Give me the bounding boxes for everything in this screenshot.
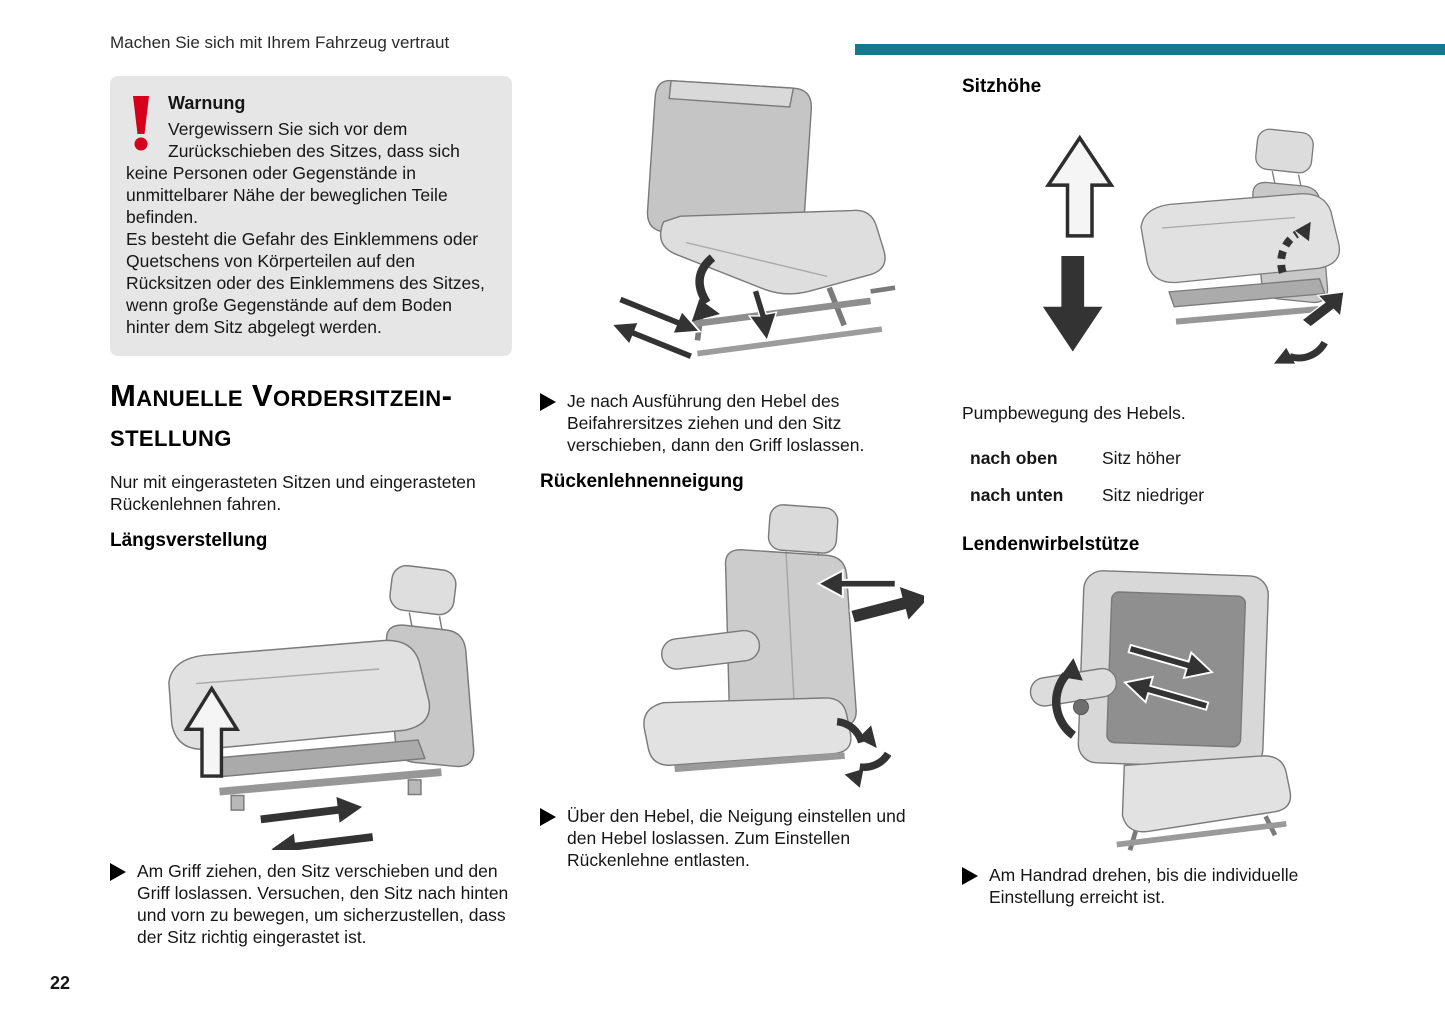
column-left: Warnung Vergewissern Sie sich vor dem Zu… — [110, 76, 512, 948]
section-intro: Nur mit eingerasteten Sitzen und eingera… — [110, 471, 476, 514]
instruction-text: Je nach Ausführung den Hebel des Beifahr… — [567, 391, 865, 456]
warning-text: Vergewissern Sie sich vor dem Zurückschi… — [126, 118, 460, 227]
arrow-lower-icon — [1039, 254, 1106, 355]
arrow-up-icon — [183, 685, 241, 778]
heading-laengsverstellung: Längsverstellung — [110, 529, 268, 551]
arrow-curve-down-icon — [1274, 340, 1328, 364]
heading-sitzhoehe: Sitzhöhe — [962, 76, 1042, 97]
column-middle: Je nach Ausführung den Hebel des Beifahr… — [540, 58, 938, 871]
section-title: Manuelle Vordersitzein- stellung — [110, 378, 453, 454]
bullet-arrow-icon — [540, 393, 556, 411]
arrow-lever-icon — [691, 254, 720, 322]
arrow-slide-forward-back-icons — [258, 793, 376, 850]
instruction-item: Je nach Ausführung den Hebel des Beifahr… — [540, 390, 938, 456]
seat-illustration-longitudinal-adjustment — [168, 564, 475, 850]
arrow-lumbar-icons — [1122, 643, 1214, 711]
arrow-raise-icon — [1044, 134, 1115, 238]
warning-box: Warnung Vergewissern Sie sich vor dem Zu… — [110, 76, 512, 357]
seat-illustration-backrest-tilt — [643, 504, 924, 788]
bullet-arrow-icon — [540, 808, 556, 827]
arrow-pump-icon — [1277, 221, 1311, 274]
accent-bar — [855, 44, 1445, 55]
warning-text: Es besteht die Gefahr des Einklemmens od… — [126, 228, 485, 338]
arrow-slide-icons — [609, 294, 702, 362]
column-right: Sitzhöhe Pump — [962, 76, 1366, 908]
seat-illustration-passenger-seat-lever — [609, 79, 896, 362]
page-number: 22 — [50, 973, 71, 993]
warning-title: Warnung — [168, 93, 246, 113]
bullet-arrow-icon — [110, 862, 126, 881]
seat-illustration-lumbar-support — [1029, 570, 1292, 851]
heading-rueckenlehnenneigung: Rückenlehnenneigung — [540, 471, 744, 493]
instruction-text: Am Handrad drehen, bis die individuelle … — [989, 865, 1299, 908]
table-cell-result: Sitz niedriger — [1102, 485, 1205, 506]
table-row: nach unten Sitz niedriger — [970, 477, 1204, 514]
arrow-up-right-icon — [1300, 291, 1344, 328]
table-cell-action: nach oben — [970, 448, 1058, 469]
arrow-handwheel-icon — [1052, 658, 1089, 739]
seat-height-table: nach oben Sitz höher nach unten Sitz nie… — [970, 440, 1204, 514]
seat-illustration-seat-height — [1039, 128, 1344, 364]
table-cell-action: nach unten — [970, 485, 1064, 506]
table-cell-result: Sitz höher — [1102, 448, 1181, 469]
arrow-pivot-icons — [836, 717, 892, 788]
running-header: Machen Sie sich mit Ihrem Fahrzeug vertr… — [110, 33, 450, 52]
bullet-arrow-icon — [962, 867, 978, 886]
pump-note: Pumpbewegung des Hebels. — [962, 403, 1186, 423]
arrow-tilt-icons — [816, 569, 924, 625]
instruction-text: Über den Hebel, die Neigung einstellen u… — [567, 806, 906, 871]
arrow-down-icon — [747, 288, 778, 342]
heading-lendenwirbelstuetze: Lendenwirbelstütze — [962, 534, 1140, 556]
instruction-item: Am Griff ziehen, den Sitz verschieben un… — [110, 860, 512, 948]
warning-exclamation-icon — [133, 96, 149, 151]
instruction-text: Am Griff ziehen, den Sitz verschieben un… — [137, 860, 509, 947]
instruction-item: Am Handrad drehen, bis die individuelle … — [962, 864, 1366, 908]
instruction-item: Über den Hebel, die Neigung einstellen u… — [540, 805, 938, 871]
table-row: nach oben Sitz höher — [970, 440, 1204, 477]
